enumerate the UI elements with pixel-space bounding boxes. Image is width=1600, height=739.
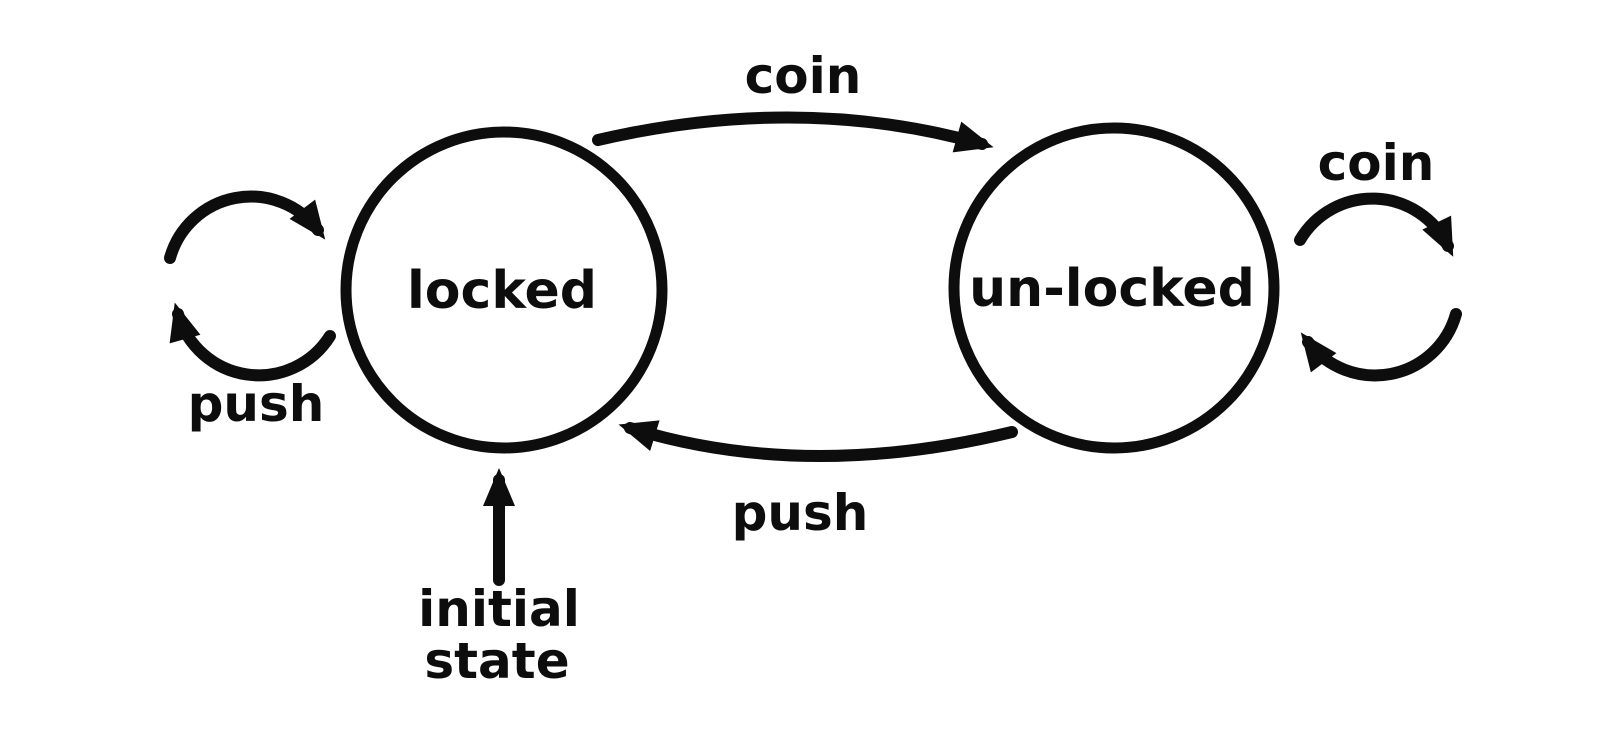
selfloop-push-bottom-arc xyxy=(169,302,336,382)
initial-state-label-line2: state xyxy=(424,632,569,690)
selfloop-coin-label: coin xyxy=(1318,134,1435,192)
selfloop-coin-bottom-arc xyxy=(1300,308,1462,382)
transition-coin-arrow xyxy=(592,111,994,153)
initial-state-label-line1: initial xyxy=(418,580,580,638)
state-locked-circle xyxy=(340,126,668,454)
transition-push-arrow xyxy=(618,420,1018,462)
selfloop-coin-top-arc xyxy=(1294,192,1454,257)
state-unlocked-label: un-locked xyxy=(969,259,1255,319)
transition-push-label: push xyxy=(732,484,869,542)
transition-coin-label: coin xyxy=(745,47,862,105)
selfloop-push-top-arc xyxy=(164,190,326,264)
selfloop-push-label: push xyxy=(188,375,325,433)
state-unlocked-circle xyxy=(948,122,1280,454)
state-locked-label: locked xyxy=(407,261,597,321)
